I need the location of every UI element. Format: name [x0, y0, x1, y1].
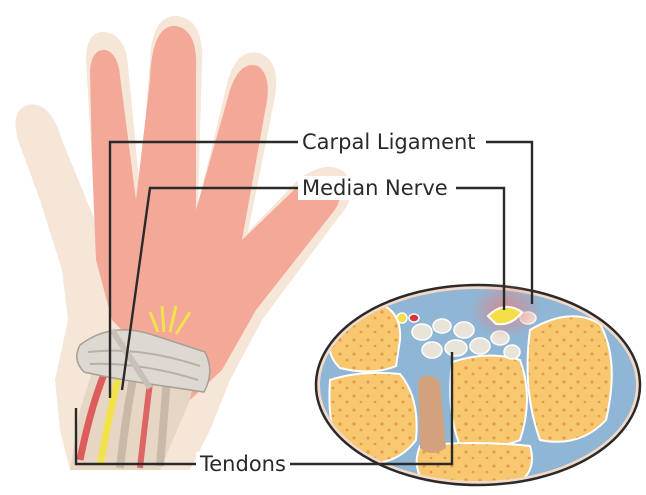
ulnar-artery — [409, 314, 419, 322]
wrist-cross-section — [316, 282, 640, 490]
hand — [16, 16, 352, 470]
bone-middle — [450, 355, 527, 448]
bone-lower-left — [329, 373, 416, 464]
ulnar-nerve — [397, 313, 407, 323]
label-carpal-ligament: Carpal Ligament — [298, 130, 480, 154]
bone-right — [528, 316, 612, 441]
label-tendons: Tendons — [196, 452, 290, 476]
label-median-nerve: Median Nerve — [298, 176, 452, 200]
carpal-ligament-leader-right — [486, 142, 532, 304]
